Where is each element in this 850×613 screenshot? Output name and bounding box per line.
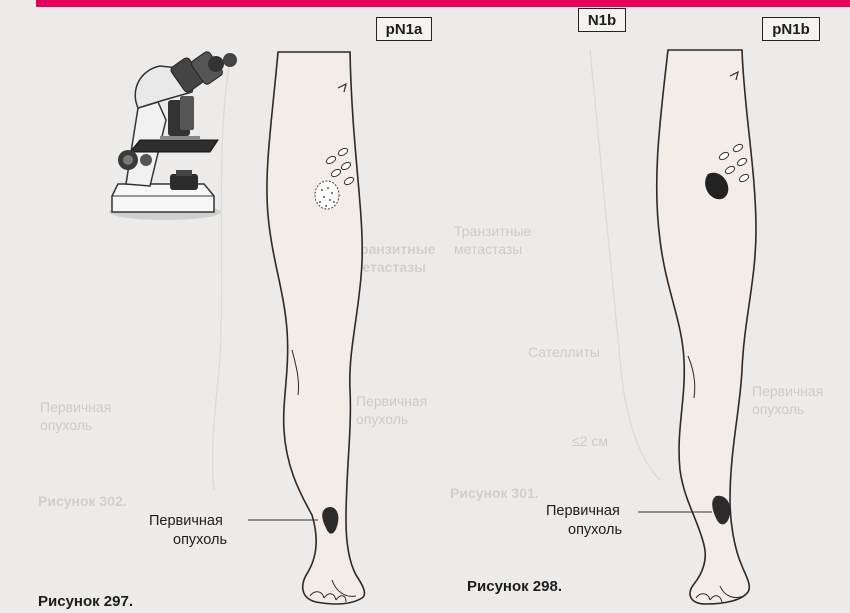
- figure-297-caption: Рисунок 297.: [38, 593, 133, 610]
- right-leg-figure: [638, 50, 756, 604]
- right-primary-tumor-caption: Первичная опухоль: [546, 502, 622, 540]
- stage-label-pn1a: pN1a: [376, 17, 432, 41]
- left-primary-tumor-caption: Первичная опухоль: [149, 512, 227, 550]
- left-leg-figure: [248, 52, 364, 604]
- stage-label-n1b: N1b: [578, 8, 626, 32]
- microscope-icon: [109, 50, 237, 220]
- figure-298-caption: Рисунок 298.: [467, 578, 562, 595]
- stage-label-pn1b: pN1b: [762, 17, 820, 41]
